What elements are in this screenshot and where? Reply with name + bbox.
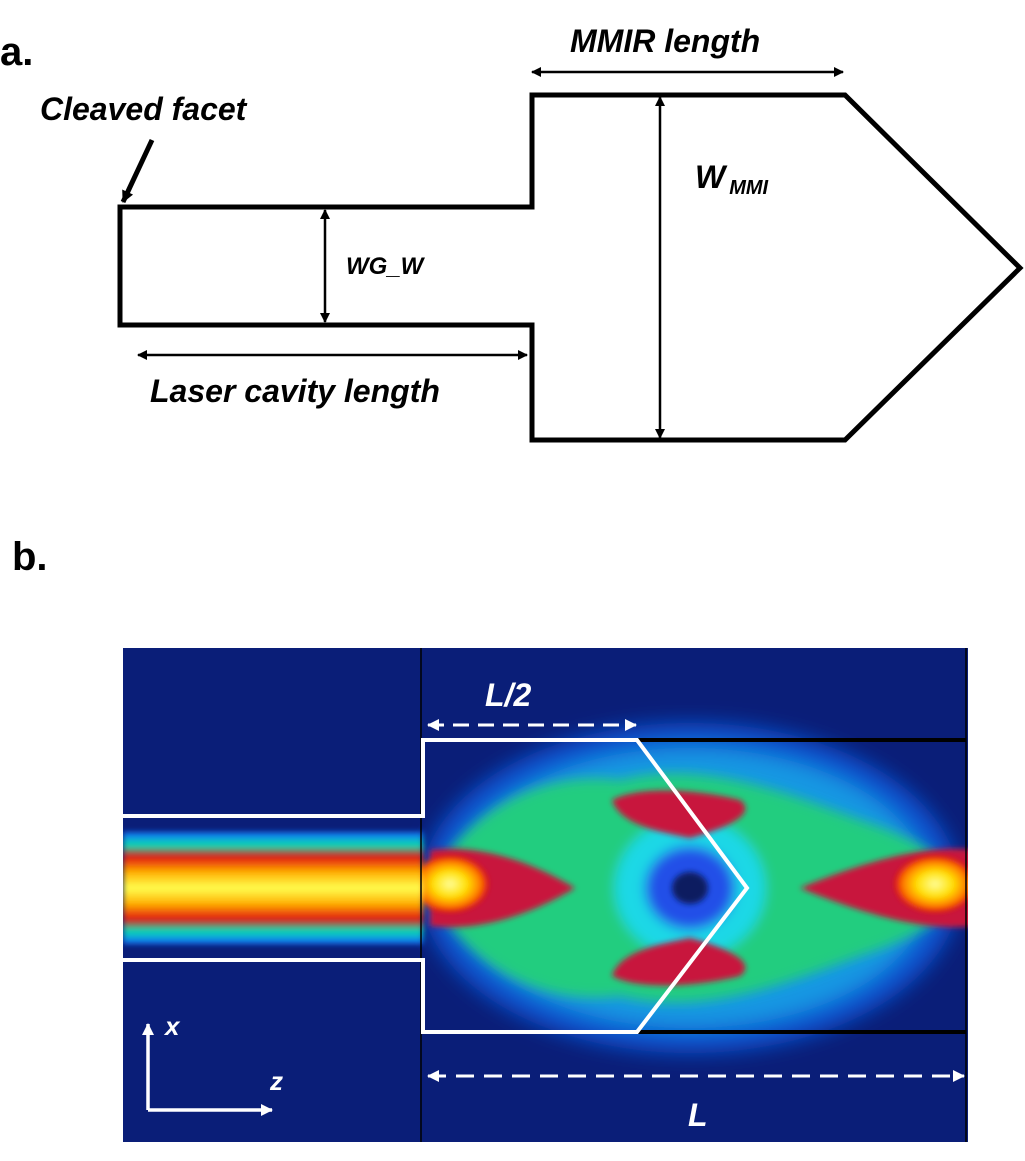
device-outline-white bbox=[123, 738, 750, 1034]
wg-width-label: WG_W bbox=[346, 253, 426, 280]
panel-a-label: a. bbox=[0, 30, 34, 74]
half-length-label: L/2 bbox=[485, 677, 531, 713]
device-outline bbox=[117, 92, 1024, 443]
cleaved-facet-label: Cleaved facet bbox=[40, 91, 248, 127]
mmir-length-label: MMIR length bbox=[570, 23, 760, 59]
z-axis-label: z bbox=[269, 1066, 283, 1096]
panel-b-label: b. bbox=[12, 535, 48, 579]
full-length-label: L bbox=[688, 1097, 708, 1133]
waveguide-beam bbox=[123, 832, 423, 944]
x-axis-label: x bbox=[163, 1011, 181, 1041]
cleaved-facet-pointer bbox=[120, 138, 155, 204]
laser-cavity-length-label: Laser cavity length bbox=[150, 373, 440, 409]
